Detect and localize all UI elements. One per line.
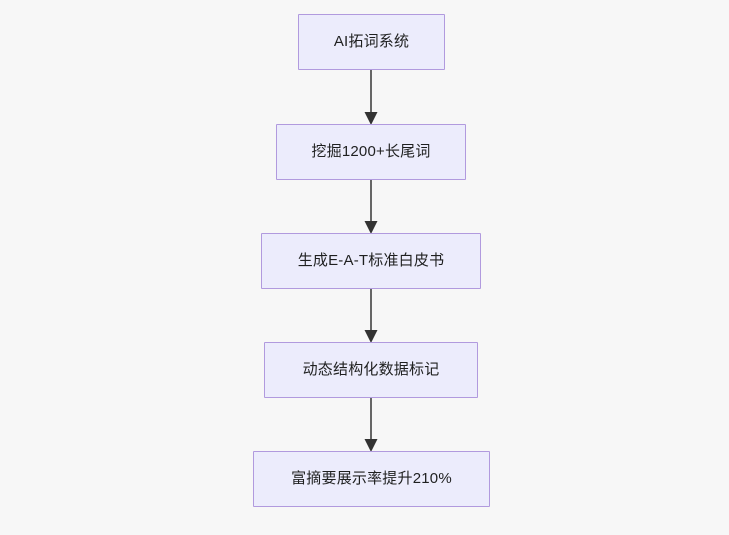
flowchart-node-label: AI拓词系统 [333,33,410,50]
flowchart-node-structured-data-markup[interactable]: 动态结构化数据标记 [264,342,478,398]
arrowhead-icon [364,112,378,125]
flowchart-node-eat-whitepaper[interactable]: 生成E-A-T标准白皮书 [261,233,481,289]
edge-node3-node4 [364,289,378,343]
edge-node1-node2 [364,70,378,125]
arrowhead-icon [364,221,378,234]
flowchart-node-label: 生成E-A-T标准白皮书 [297,252,445,269]
flowchart-node-label: 挖掘1200+长尾词 [311,143,431,160]
flowchart-node-ai-keyword-system[interactable]: AI拓词系统 [298,14,445,70]
flowchart-node-rich-snippet-result[interactable]: 富摘要展示率提升210% [253,451,490,507]
flowchart-node-label: 富摘要展示率提升210% [291,470,452,487]
flowchart-node-longtail-keywords[interactable]: 挖掘1200+长尾词 [276,124,466,180]
edge-node2-node3 [364,180,378,234]
edge-node4-node5 [364,398,378,452]
arrowhead-icon [364,439,378,452]
arrowhead-icon [364,330,378,343]
flowchart-node-label: 动态结构化数据标记 [302,361,440,378]
